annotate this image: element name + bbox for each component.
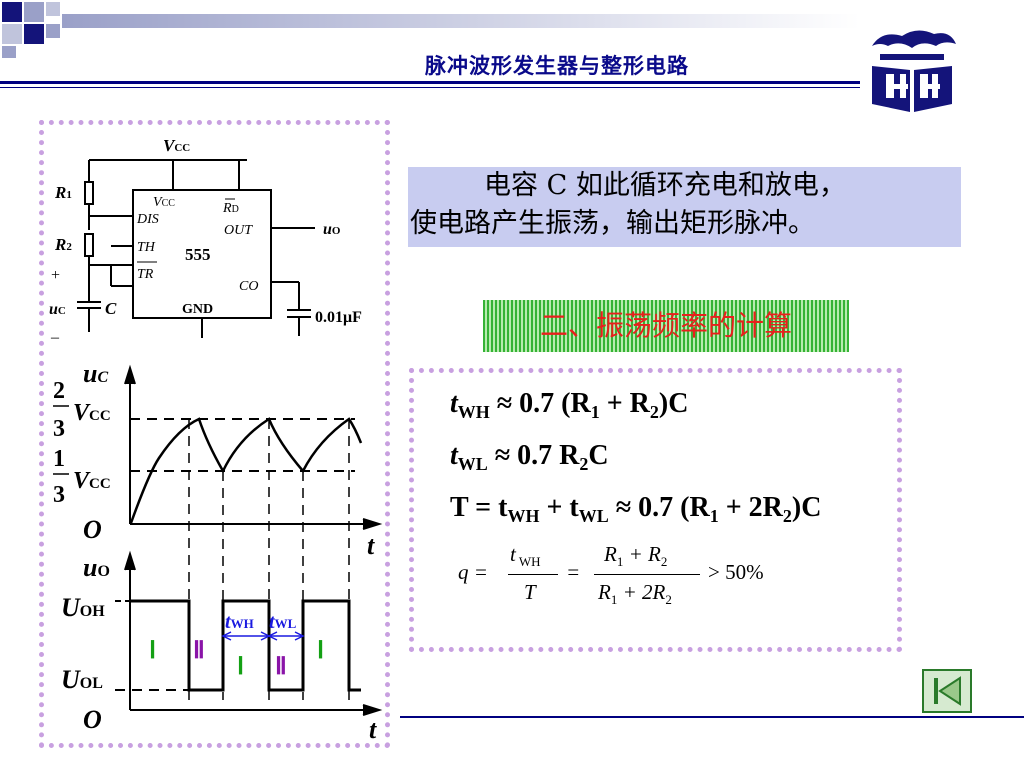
footer-rule [400, 716, 1024, 718]
region-two-a: Ⅱ [193, 638, 205, 664]
page-title: 脉冲波形发生器与整形电路 [425, 53, 689, 78]
svg-text:tWH: tWH [225, 611, 254, 633]
pin-dis: DIS [136, 212, 159, 227]
origin-bottom: O [83, 705, 102, 734]
duty-num-twh: t WH [510, 542, 541, 570]
region-one-c: Ⅰ [317, 638, 324, 664]
pin-th: TH [137, 240, 156, 255]
uo-axis-label: u [83, 553, 97, 582]
region-two-b: Ⅱ [275, 654, 287, 680]
duty-gt: > 50% [708, 560, 764, 584]
description-box: 电容 C 如此循环充电和放电， 使电路产生振荡，输出矩形脉冲。 [408, 167, 961, 247]
svg-text:uO: uO [323, 221, 341, 238]
cap-value: 0.01μF [315, 309, 362, 326]
svg-text:VCC: VCC [153, 195, 175, 210]
svg-text:UOL: UOL [61, 665, 103, 694]
frac-bot-den: 3 [53, 482, 65, 508]
pin-vcc: V [153, 195, 163, 210]
duty-den-T: T [524, 580, 536, 604]
uc-axis-label: u [83, 359, 97, 388]
header-rule-thin [0, 87, 860, 88]
minus-sign: – [50, 329, 60, 346]
t-axis-bottom: t [369, 715, 377, 744]
svg-text:R1: R1 [54, 183, 72, 202]
header-decoration-squares [2, 2, 60, 58]
duty-num-r: R1 + R2 [604, 542, 668, 570]
plus-sign: + [51, 267, 60, 284]
region-one-a: Ⅰ [149, 638, 156, 664]
circuit-diagram: VCC R1 R2 + uC – C VCC RD DIS OUT TH 555… [49, 136, 362, 346]
pin-tr: TR [137, 267, 154, 282]
description-line-1: 电容 C 如此循环充电和放电， [484, 170, 846, 201]
chip-555: 555 [185, 245, 211, 264]
dragon-book-logo-icon [872, 30, 956, 112]
frac-bot-num: 1 [53, 446, 65, 472]
svg-text:tWL: tWL [269, 611, 297, 633]
svg-text:RD: RD [222, 201, 239, 216]
svg-text:VCC: VCC [73, 468, 111, 494]
pin-rd: R [222, 201, 232, 216]
pin-gnd: GND [182, 302, 213, 317]
duty-q-lhs: q = [458, 560, 488, 584]
pin-out: OUT [224, 223, 253, 238]
waveform-diagram: uC 2 3 VCC 1 3 VCC O t uO UOH UOL O t tW… [53, 359, 383, 744]
capacitor-label: C [105, 299, 117, 318]
vcc-top-label: V [73, 400, 91, 426]
svg-text:uC: uC [49, 301, 66, 318]
r2-label: R [54, 235, 66, 254]
uc-label: u [49, 301, 58, 318]
frac-top-den: 3 [53, 416, 65, 442]
formula-panel [409, 368, 902, 652]
first-slide-nav-icon [934, 676, 961, 706]
duty-frac-bar-2 [594, 574, 700, 575]
svg-text:VCC: VCC [163, 136, 190, 155]
region-one-b: Ⅰ [237, 654, 244, 680]
header-rule [0, 81, 860, 84]
vcc-label: V [163, 136, 176, 155]
formula-twl: tWL ≈ 0.7 R2C [450, 440, 609, 474]
formula-period: T = tWH + tWL ≈ 0.7 (R1 + 2R2)C [450, 492, 822, 526]
formula-twh: tWH ≈ 0.7 (R1 + R2)C [450, 388, 689, 422]
t-axis-top: t [367, 531, 375, 560]
svg-text:uO: uO [83, 553, 110, 582]
svg-text:uC: uC [83, 359, 108, 388]
frac-top-num: 2 [53, 378, 65, 404]
vcc-bot-label: V [73, 468, 91, 494]
uo-label: u [323, 221, 332, 238]
duty-frac-bar-1 [508, 574, 558, 575]
duty-eq: = [566, 560, 581, 584]
uoh-label: U [61, 593, 81, 622]
svg-text:VCC: VCC [73, 400, 111, 426]
duty-den-r: R1 + 2R2 [598, 580, 672, 608]
origin-top: O [83, 515, 102, 544]
pin-co: CO [239, 279, 258, 294]
header-gradient-bar [62, 14, 860, 28]
section-title: 二、振荡频率的计算 [483, 300, 849, 352]
r1-label: R [54, 183, 66, 202]
svg-text:R2: R2 [54, 235, 72, 254]
description-line-2: 使电路产生振荡，输出矩形脉冲。 [410, 208, 815, 239]
svg-text:UOH: UOH [61, 593, 105, 622]
uol-label: U [61, 665, 81, 694]
twl-label: t [269, 611, 276, 633]
twh-label: t [225, 611, 232, 633]
first-slide-button[interactable] [922, 669, 972, 713]
